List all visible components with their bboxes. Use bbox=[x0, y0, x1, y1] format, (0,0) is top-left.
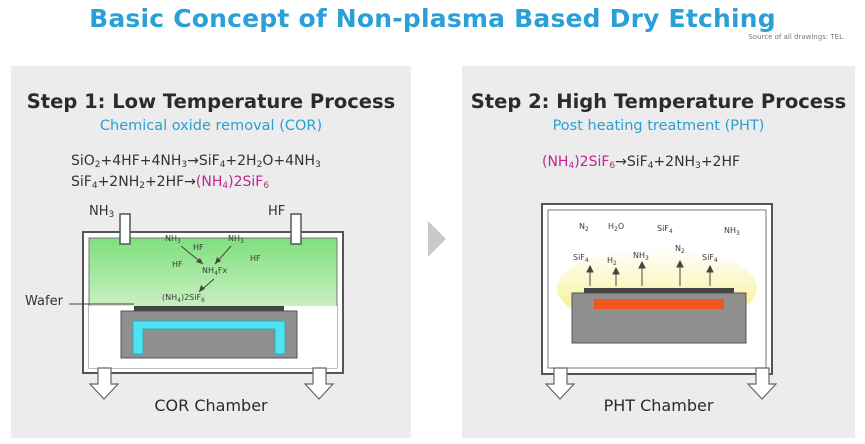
source-note: Source of all drawings: TEL bbox=[748, 33, 843, 41]
species-nh3-a: NH3 bbox=[724, 226, 740, 237]
pht-exhaust-right bbox=[746, 367, 778, 400]
pht-chamber-diagram bbox=[541, 203, 778, 400]
molecule-product: (NH4)2SiF6 bbox=[162, 293, 205, 304]
molecule-hf-b: HF bbox=[172, 260, 183, 269]
step2-title: Step 2: High Temperature Process bbox=[470, 90, 847, 113]
reaction-arrowhead-1 bbox=[196, 258, 203, 264]
nh3-gas-label: NH3 bbox=[89, 204, 115, 220]
molecule-nh3-a: NH3 bbox=[165, 234, 181, 245]
step2-equation: (NH4)2SiF6→SiF4+2NH3+2HF bbox=[542, 154, 741, 171]
hf-gas-label: HF bbox=[268, 204, 286, 219]
species-sif4-c: SiF4 bbox=[702, 253, 718, 264]
reaction-arrowhead-2 bbox=[215, 257, 221, 264]
species-h2o: H2O bbox=[608, 222, 625, 233]
species-n2-a: N2 bbox=[579, 222, 589, 233]
pht-chamber-label: PHT Chamber bbox=[603, 396, 714, 415]
species-sif4-b: SiF4 bbox=[573, 253, 589, 264]
exhaust-arrow-right bbox=[303, 367, 335, 400]
molecule-hf-a: HF bbox=[193, 243, 204, 252]
page-title: Basic Concept of Non-plasma Based Dry Et… bbox=[89, 4, 776, 33]
species-n2-b: N2 bbox=[675, 244, 685, 255]
step1-equation-2: SiF4+2NH2+2HF→(NH4)2SiF6 bbox=[71, 174, 270, 191]
step2-subtitle: Post heating treatment (PHT) bbox=[552, 118, 765, 134]
step1-equation-1: SiO2+4HF+4NH3→SiF4+2H2O+4NH3 bbox=[71, 153, 321, 170]
pht-wafer bbox=[584, 288, 734, 293]
reaction-arrowhead-3 bbox=[199, 285, 205, 292]
step1-panel: Step 1: Low Temperature Process Chemical… bbox=[11, 66, 411, 438]
step1-title: Step 1: Low Temperature Process bbox=[26, 90, 396, 113]
species-nh3-b: NH3 bbox=[633, 251, 649, 262]
hf-inlet-pipe bbox=[290, 213, 302, 245]
exhaust-arrow-left bbox=[88, 367, 120, 400]
cor-chamber-label: COR Chamber bbox=[154, 396, 268, 415]
pht-exhaust-left bbox=[544, 367, 576, 400]
pedestal bbox=[120, 310, 298, 359]
heater bbox=[594, 299, 724, 309]
molecule-nh4fx: NH4Fx bbox=[202, 266, 228, 277]
step2-panel: Step 2: High Temperature Process Post he… bbox=[462, 66, 855, 438]
wafer-label: Wafer bbox=[25, 294, 63, 309]
desorption-arrows bbox=[586, 259, 714, 286]
step1-subtitle: Chemical oxide removal (COR) bbox=[99, 118, 323, 134]
wafer bbox=[134, 306, 284, 311]
species-h2: H2 bbox=[607, 256, 617, 267]
step-transition-arrow bbox=[428, 221, 446, 257]
molecule-nh3-b: NH3 bbox=[228, 234, 244, 245]
species-sif4-a: SiF4 bbox=[657, 224, 673, 235]
cor-chamber-diagram bbox=[69, 213, 344, 400]
cooling-channel bbox=[132, 320, 286, 355]
nh3-inlet-pipe bbox=[119, 213, 131, 245]
molecule-hf-c: HF bbox=[250, 254, 261, 263]
